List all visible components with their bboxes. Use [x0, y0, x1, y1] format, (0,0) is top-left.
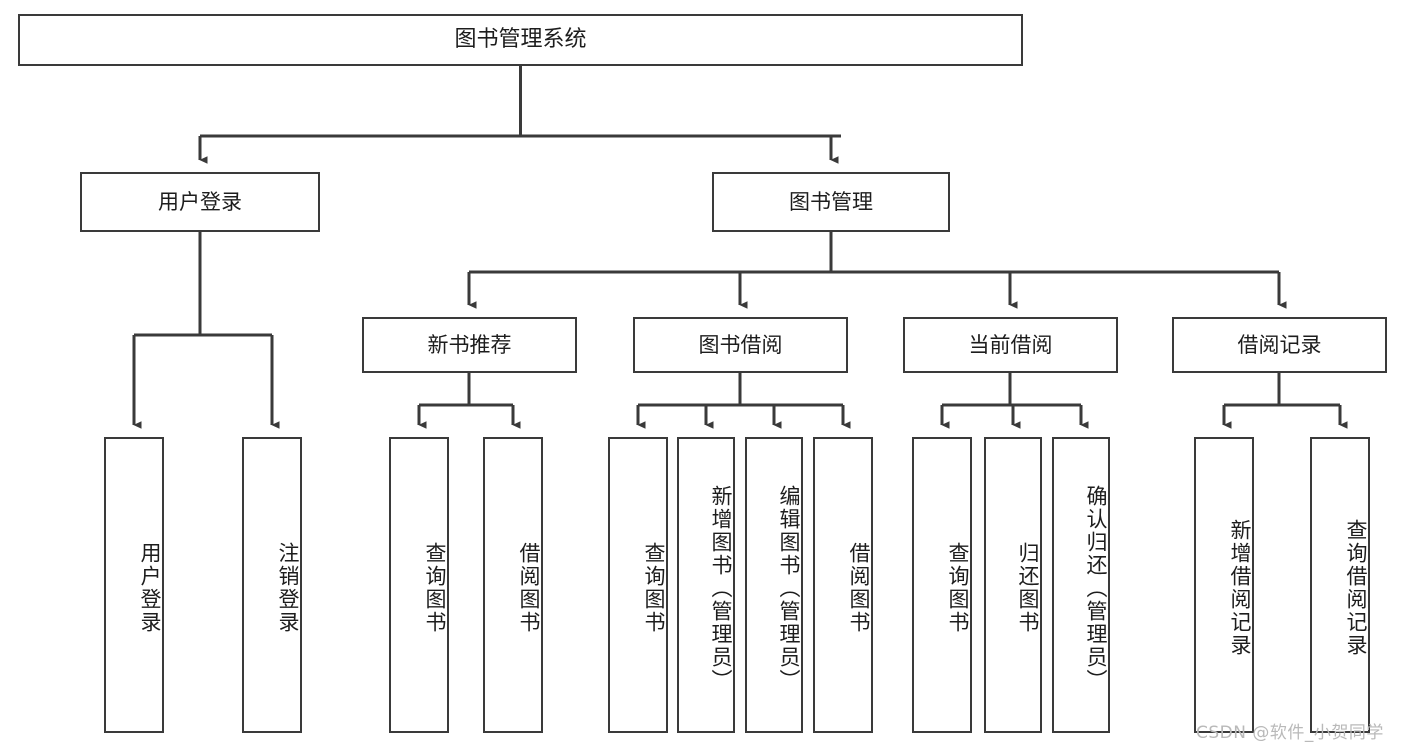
leaf-label: 查询图书 [946, 542, 970, 634]
node-new-book-recommend[interactable]: 新书推荐 [362, 317, 577, 373]
leaf-label: 查询图书 [423, 542, 447, 634]
leaf-label: 查询借阅记录 [1344, 519, 1368, 657]
leaf-label: 借阅图书 [847, 542, 871, 634]
leaf-label: 注销登录 [276, 542, 300, 634]
leaf-label: 归还图书 [1016, 542, 1040, 634]
leaf-label: 确认归还（管理员） [1084, 484, 1108, 692]
leaf-label: 借阅图书 [517, 542, 541, 634]
node-book-management-system[interactable]: 图书管理系统 [18, 14, 1023, 66]
node-leaf-query-book-recommend[interactable]: 查询图书 [389, 437, 449, 733]
node-leaf-borrow-book[interactable]: 借阅图书 [813, 437, 873, 733]
leaf-label: 用户登录 [138, 542, 162, 634]
leaf-label: 新增图书（管理员） [709, 484, 733, 692]
node-leaf-borrow-book-recommend[interactable]: 借阅图书 [483, 437, 543, 733]
leaf-label: 编辑图书（管理员） [777, 484, 801, 692]
leaf-label: 新增借阅记录 [1228, 519, 1252, 657]
node-leaf-confirm-return-admin[interactable]: 确认归还（管理员） [1052, 437, 1110, 733]
node-leaf-add-book-admin[interactable]: 新增图书（管理员） [677, 437, 735, 733]
node-book-management[interactable]: 图书管理 [712, 172, 950, 232]
csdn-watermark: CSDN @软件_小贺同学 [1196, 723, 1384, 743]
leaf-label: 查询图书 [642, 542, 666, 634]
node-borrow-record[interactable]: 借阅记录 [1172, 317, 1387, 373]
node-leaf-add-borrow-record[interactable]: 新增借阅记录 [1194, 437, 1254, 733]
node-leaf-logout[interactable]: 注销登录 [242, 437, 302, 733]
node-user-login[interactable]: 用户登录 [80, 172, 320, 232]
node-leaf-query-book-borrow[interactable]: 查询图书 [608, 437, 668, 733]
node-leaf-user-login[interactable]: 用户登录 [104, 437, 164, 733]
node-leaf-query-book-current[interactable]: 查询图书 [912, 437, 972, 733]
node-leaf-query-borrow-record[interactable]: 查询借阅记录 [1310, 437, 1370, 733]
node-book-borrow[interactable]: 图书借阅 [633, 317, 848, 373]
node-current-borrow[interactable]: 当前借阅 [903, 317, 1118, 373]
node-leaf-edit-book-admin[interactable]: 编辑图书（管理员） [745, 437, 803, 733]
node-leaf-return-book[interactable]: 归还图书 [984, 437, 1042, 733]
